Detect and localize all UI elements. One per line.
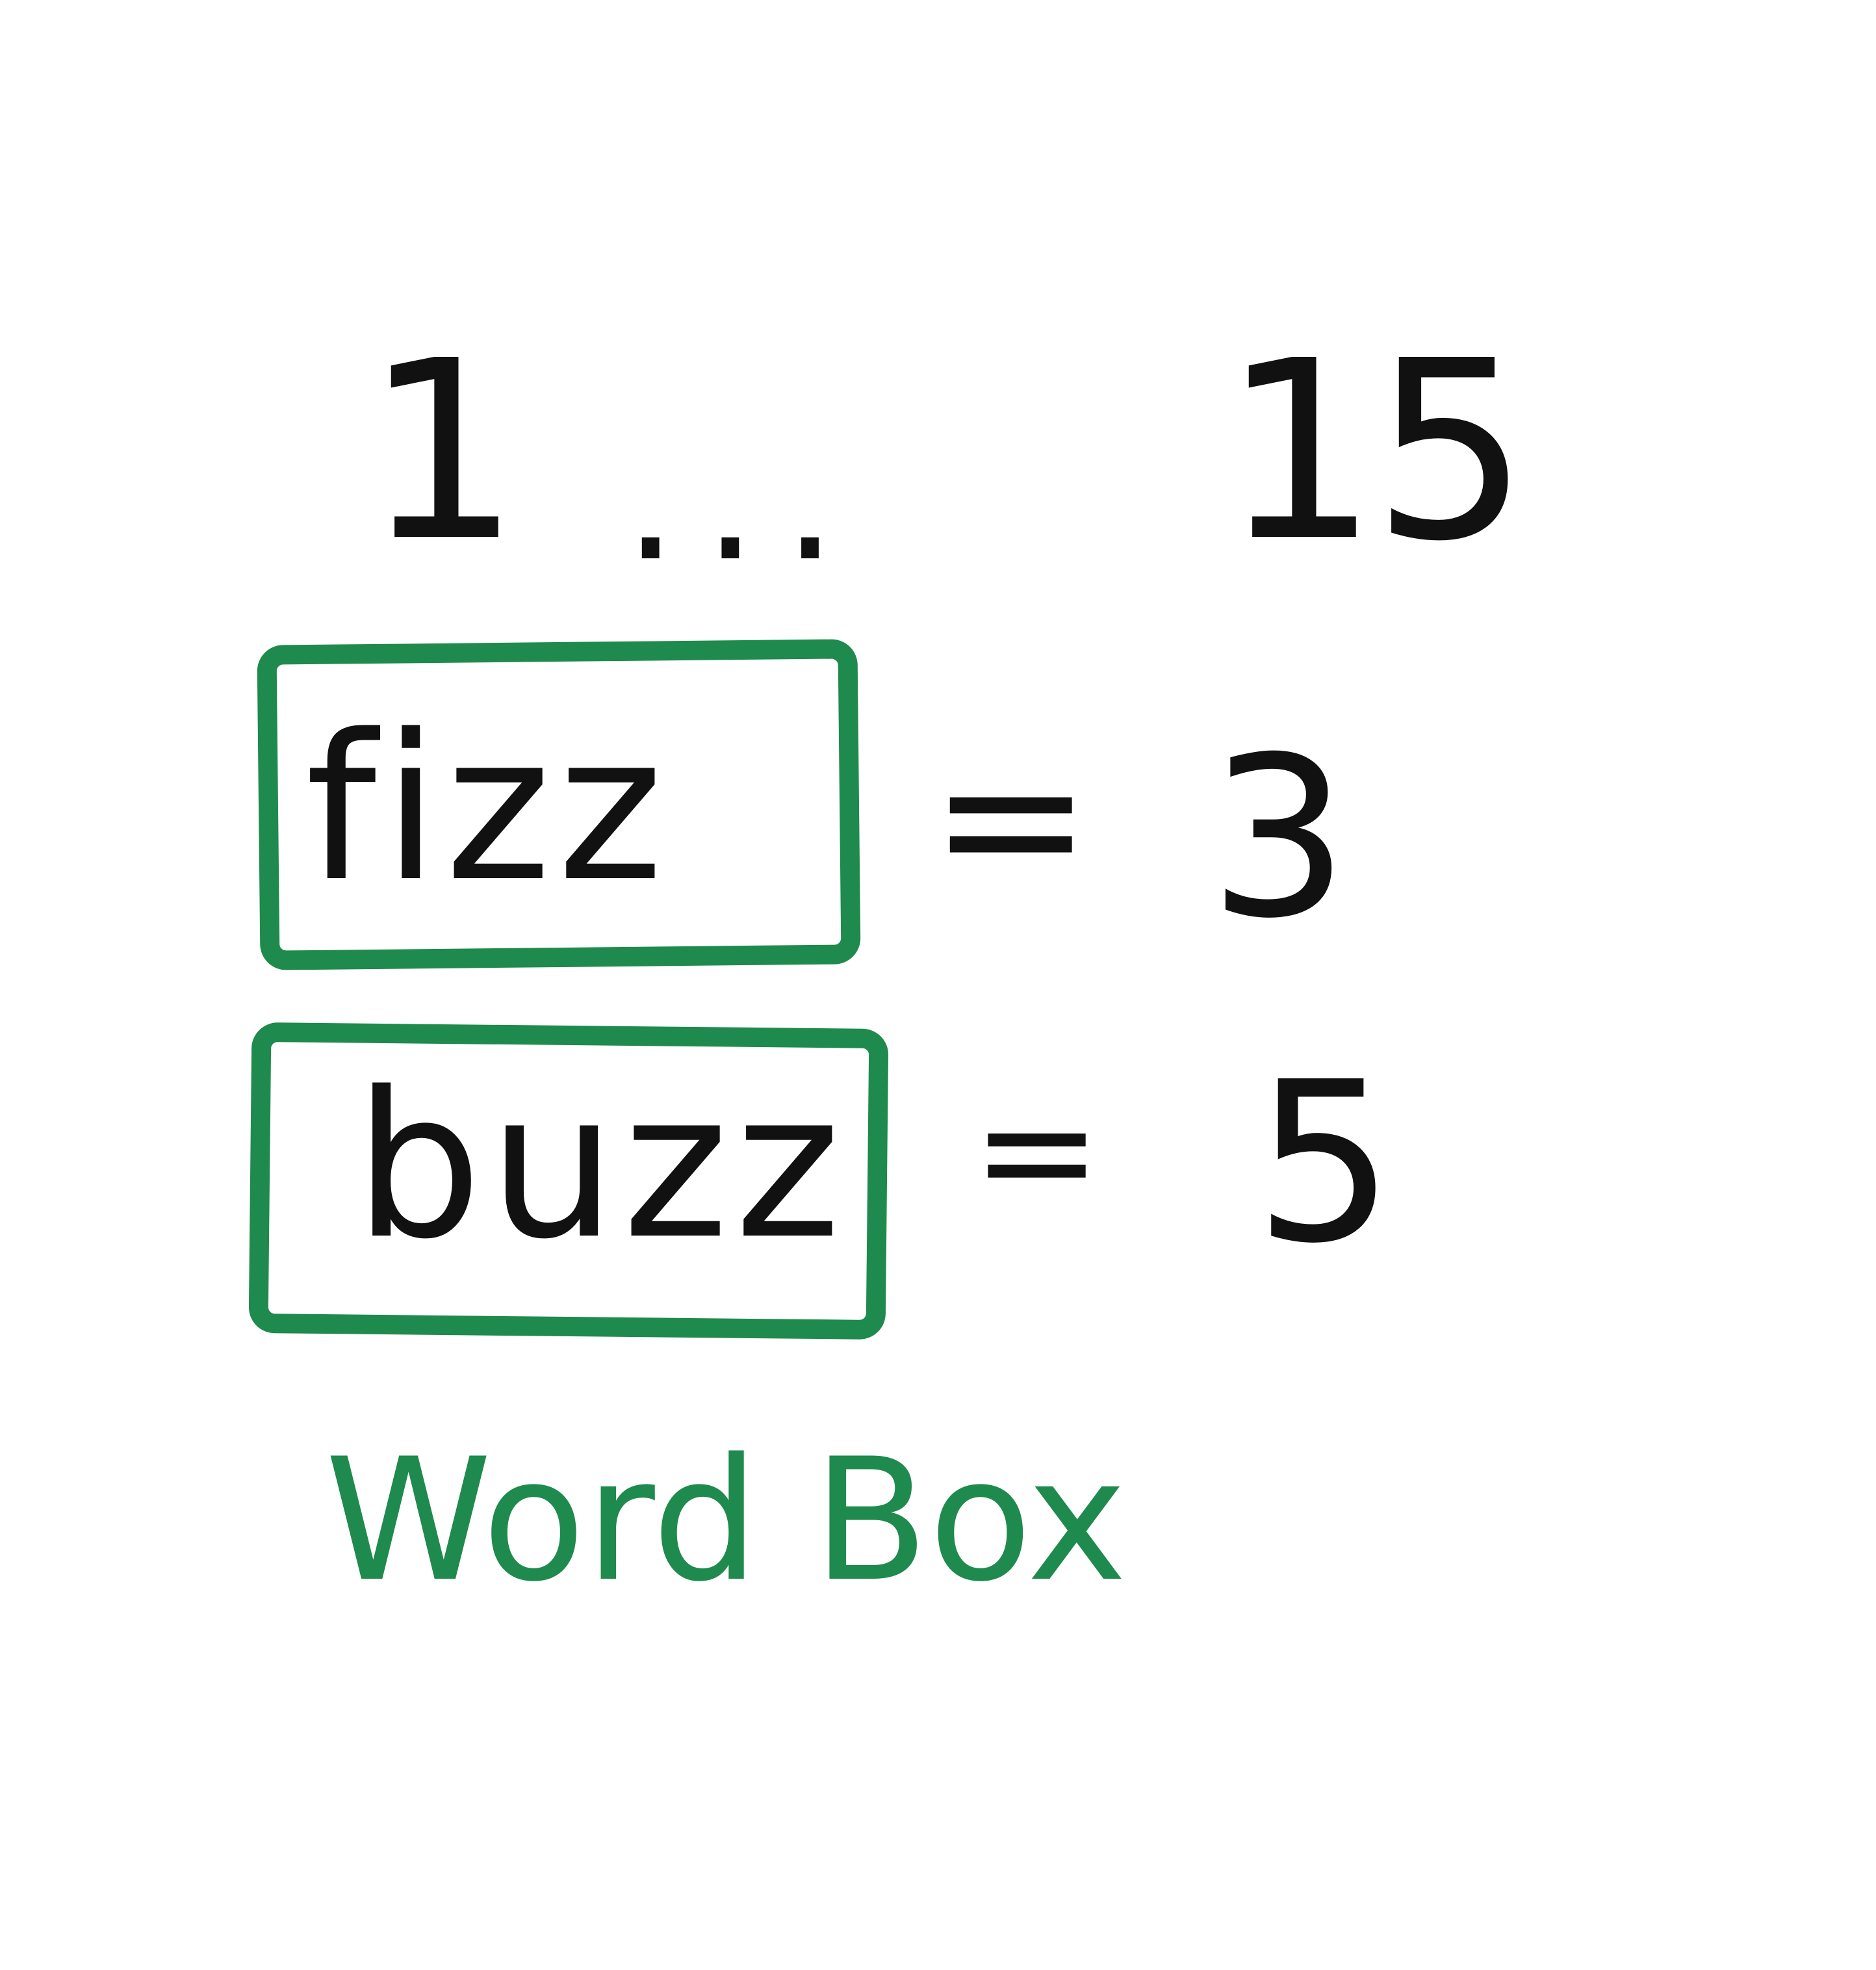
fizz-divisor: 3 — [1209, 710, 1350, 967]
buzz-equals-sign: = — [971, 1059, 1103, 1241]
buzz-word: buzz — [354, 1049, 847, 1284]
fizz-equals-sign: = — [929, 705, 1093, 932]
word-box-caption: Word Box — [325, 1423, 1127, 1619]
range-end: 15 — [1222, 307, 1530, 595]
range-start: 1 — [364, 307, 521, 595]
range-ellipsis: ... — [624, 402, 863, 599]
buzz-divisor: 5 — [1254, 1035, 1395, 1292]
fizz-word: fizz — [305, 692, 670, 926]
